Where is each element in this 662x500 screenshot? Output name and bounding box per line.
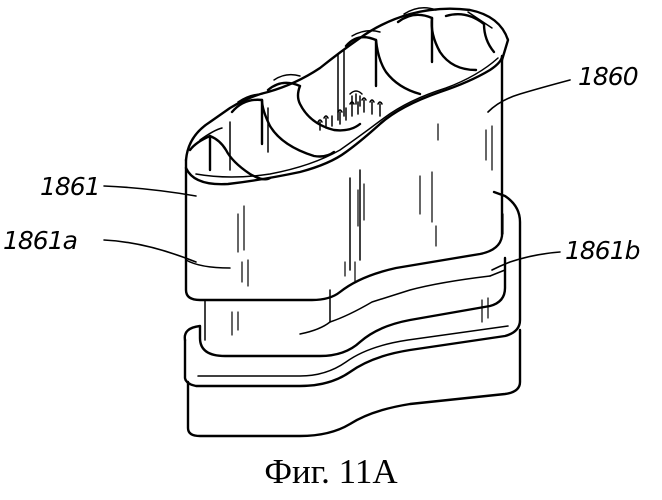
leader-1860 xyxy=(488,80,570,112)
figure-caption: Фиг. 11А xyxy=(0,454,662,489)
label-1861: 1861 xyxy=(40,174,100,199)
label-1861b: 1861b xyxy=(565,238,640,263)
upper-housing xyxy=(186,9,508,300)
pins xyxy=(318,91,382,130)
label-1860: 1860 xyxy=(578,64,638,89)
base-block xyxy=(185,192,520,436)
leader-1861a xyxy=(104,240,196,262)
leader-1861b xyxy=(492,252,560,270)
label-1861a: 1861a xyxy=(3,228,77,253)
leader-1861 xyxy=(104,186,196,196)
